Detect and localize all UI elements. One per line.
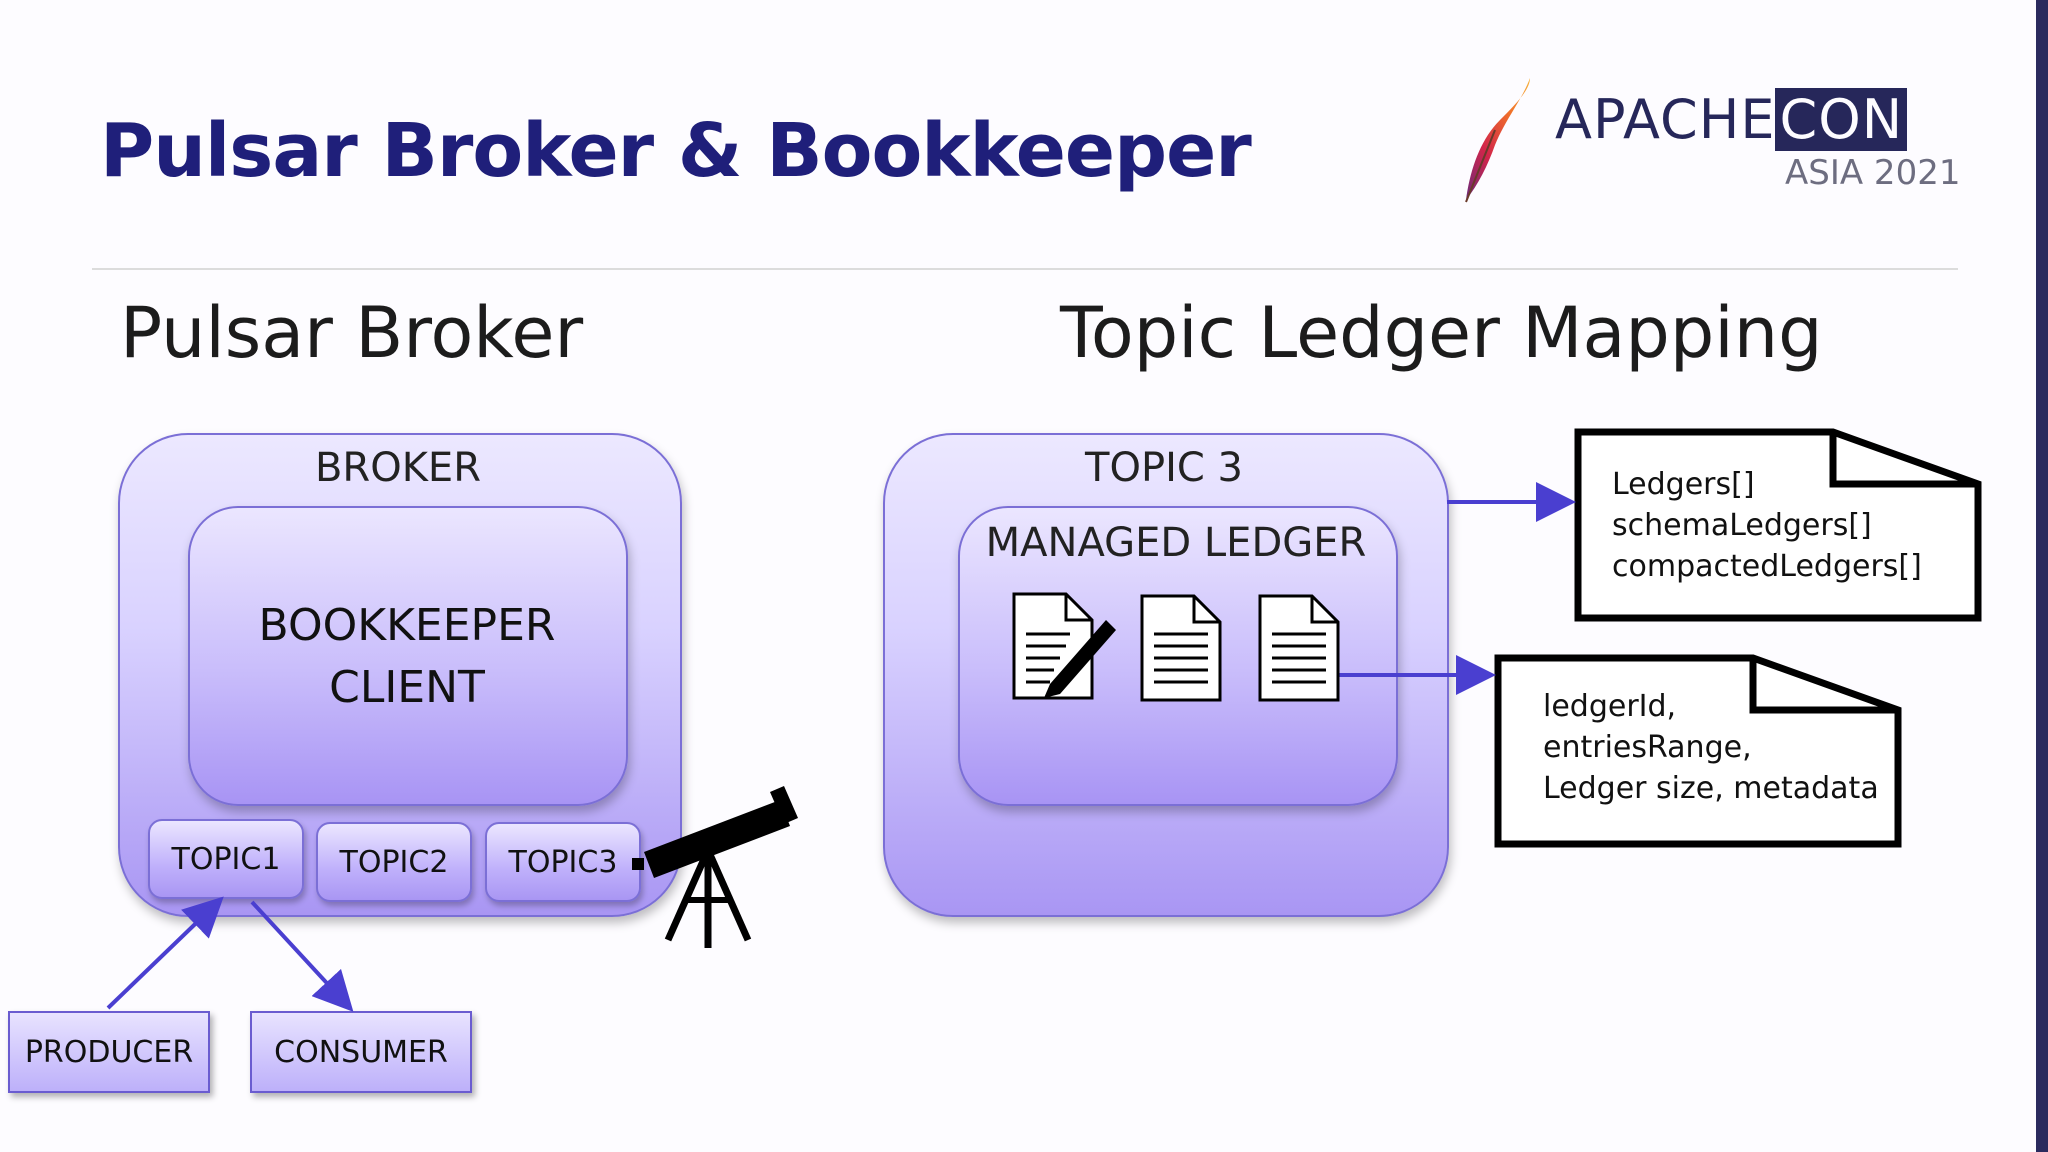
apachecon-wordmark: APACHECON — [1555, 88, 1908, 151]
producer-box: PRODUCER — [8, 1011, 210, 1093]
brand-prefix: APACHE — [1555, 88, 1776, 151]
arrow-topic1-to-consumer — [250, 900, 354, 1012]
right-heading: Topic Ledger Mapping — [1060, 292, 1823, 374]
bookkeeper-client-box — [188, 506, 628, 806]
slide-edge-bar — [2036, 0, 2048, 1152]
note-top-line: Ledgers[] — [1612, 467, 1755, 502]
brand-suffix: CON — [1775, 88, 1908, 151]
topic3-box: TOPIC3 — [485, 822, 641, 902]
bookkeeper-client-label: BOOKKEEPER CLIENT — [190, 595, 624, 719]
note-top-line: schemaLedgers[] — [1612, 508, 1872, 543]
note-top-line: compactedLedgers[] — [1612, 549, 1922, 584]
consumer-box: CONSUMER — [250, 1011, 472, 1093]
topic3-container-label: TOPIC 3 — [1085, 445, 1243, 491]
note-bottom-text: ledgerId, entriesRange, Ledger size, met… — [1543, 686, 1879, 809]
slide-title: Pulsar Broker & Bookkeeper — [100, 108, 1252, 194]
note-bottom-line: ledgerId, — [1543, 689, 1677, 724]
left-heading: Pulsar Broker — [120, 292, 584, 374]
arrow-producer-to-topic1 — [106, 896, 224, 1010]
topic2-box: TOPIC2 — [316, 822, 472, 902]
topic1-box: TOPIC1 — [148, 819, 304, 899]
broker-label: BROKER — [314, 445, 481, 491]
client-label-line1: BOOKKEEPER — [258, 600, 556, 651]
logo-subtitle: ASIA 2021 — [1785, 153, 1961, 193]
note-bottom-line: Ledger size, metadata — [1543, 771, 1879, 806]
note-top-text: Ledgers[] schemaLedgers[] compactedLedge… — [1612, 464, 1922, 587]
title-divider — [92, 268, 1958, 270]
note-bottom-line: entriesRange, — [1543, 730, 1752, 765]
client-label-line2: CLIENT — [329, 662, 485, 713]
managed-ledger-label: MANAGED LEDGER — [985, 520, 1367, 566]
feather-icon — [1465, 78, 1530, 203]
